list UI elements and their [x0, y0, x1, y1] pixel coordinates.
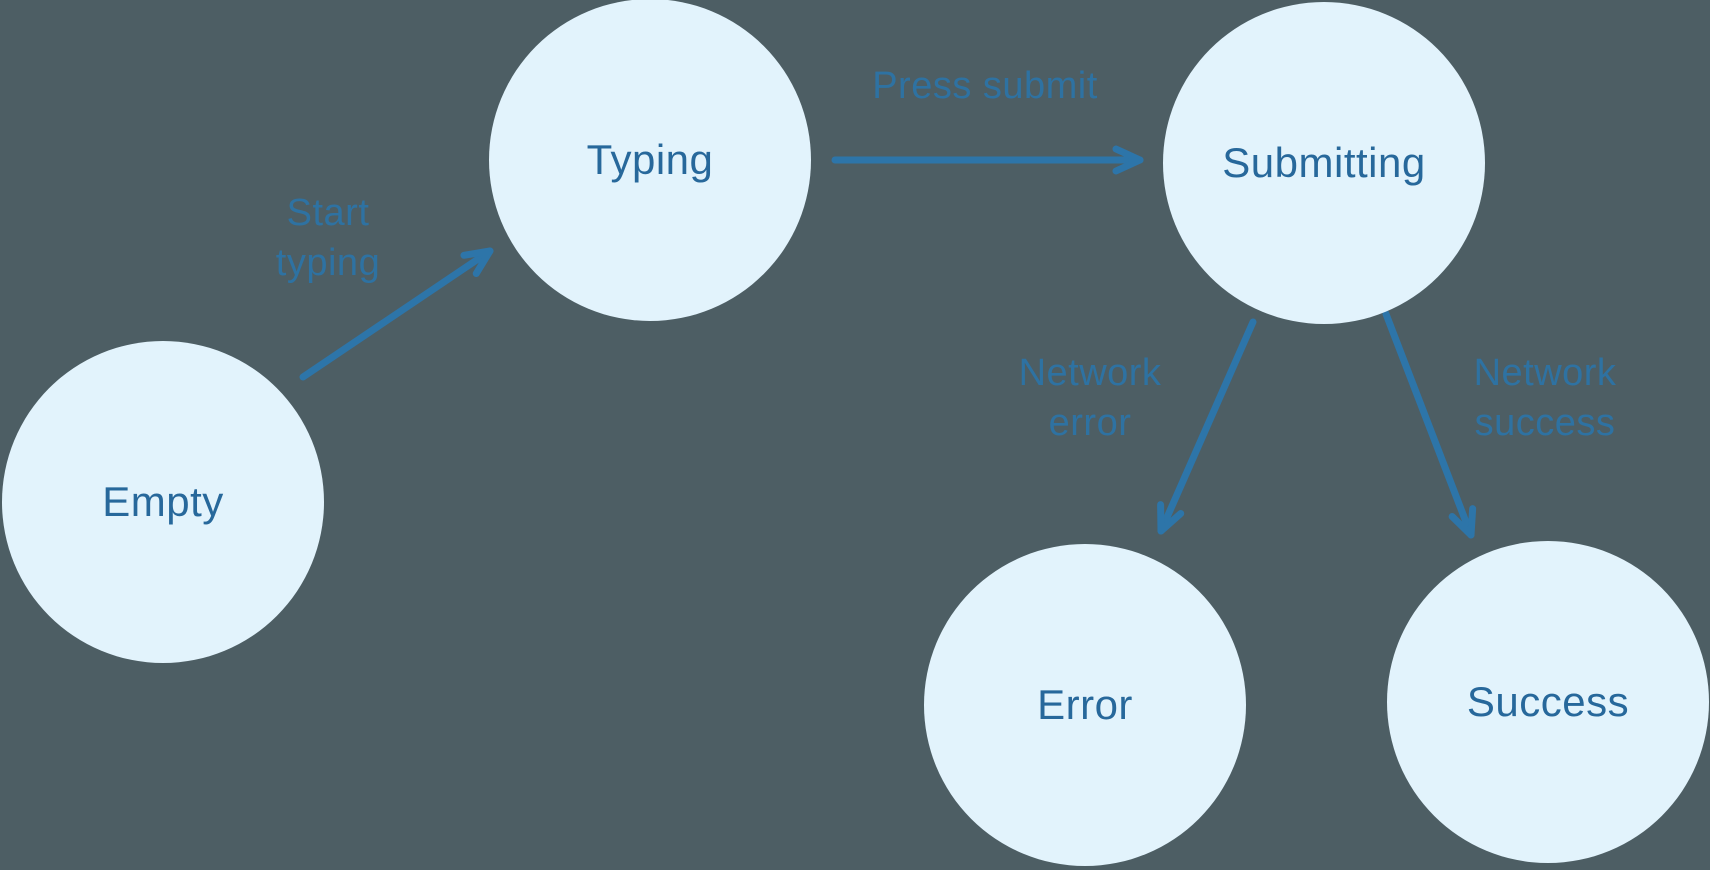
state-node-success: Success	[1387, 541, 1709, 863]
arrow-submitting-to-error	[1157, 318, 1257, 535]
state-label-typing: Typing	[586, 136, 714, 183]
state-node-submitting: Submitting	[1163, 2, 1485, 324]
arrow-empty-to-typing	[299, 247, 494, 381]
state-node-empty: Empty	[2, 341, 324, 663]
transition-label-press-submit: Press submit	[872, 65, 1098, 107]
arrow-submitting-to-success	[1382, 310, 1477, 539]
state-label-submitting: Submitting	[1222, 139, 1426, 186]
state-label-error: Error	[1037, 681, 1133, 728]
transition-label-network-success: Network success	[1473, 352, 1617, 444]
state-node-typing: Typing	[489, 0, 811, 321]
state-label-empty: Empty	[102, 478, 224, 525]
transition-label-network-error: Network error	[1018, 352, 1162, 444]
state-node-error: Error	[924, 544, 1246, 866]
transition-label-start-typing: Start typing	[275, 192, 381, 284]
state-label-success: Success	[1466, 678, 1630, 725]
